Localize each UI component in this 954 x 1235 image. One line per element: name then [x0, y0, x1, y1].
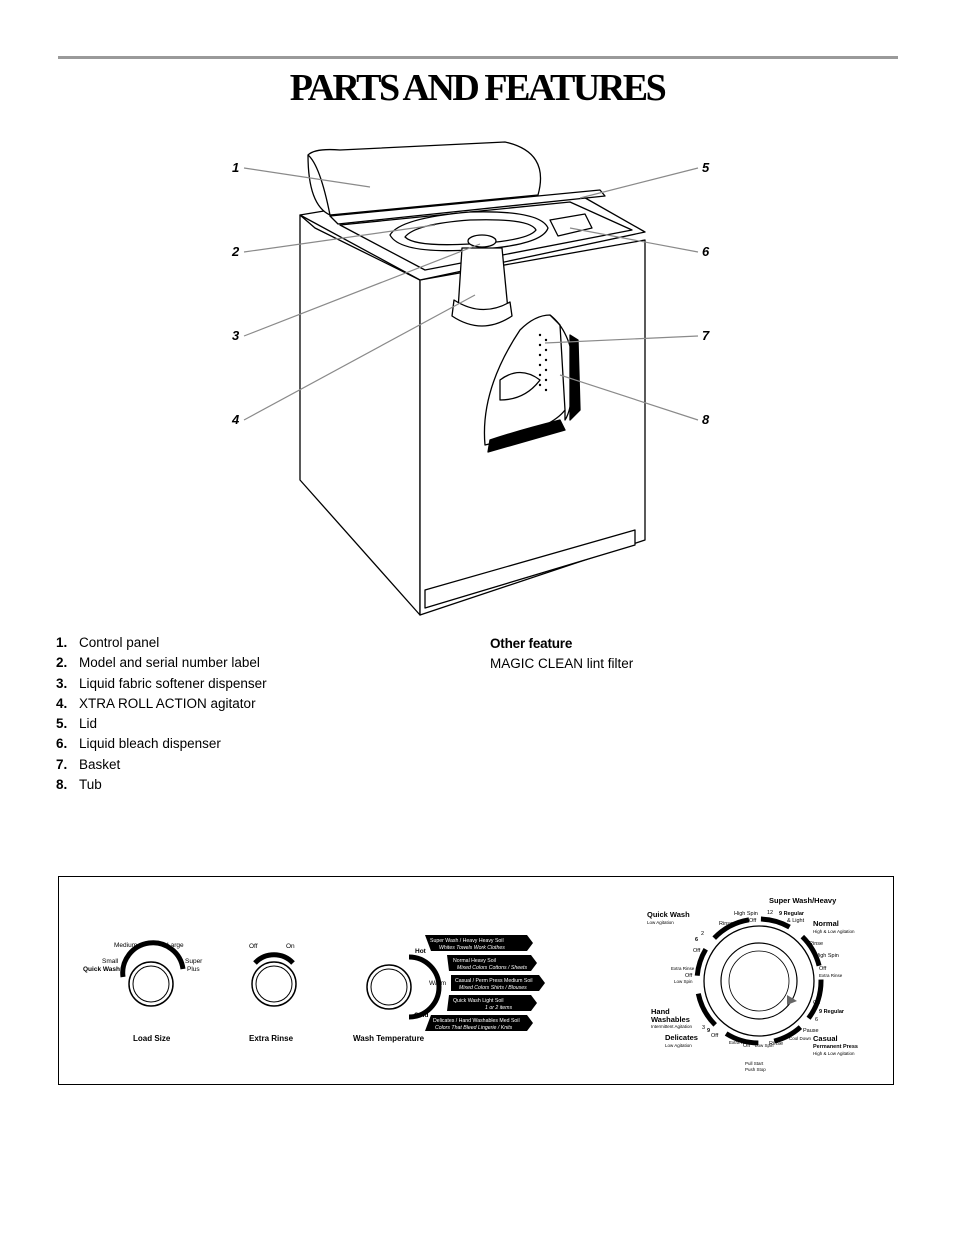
cycle-regular-1: 9 Regular — [779, 911, 805, 917]
callout-5: 5 — [702, 160, 710, 175]
cycle-off-left-mid: Off — [685, 973, 693, 979]
load-plus: Plus — [187, 966, 200, 973]
cycle-off-bottom-left: Off — [711, 1033, 719, 1039]
cycle-push-stop: Push Stop — [745, 1067, 766, 1072]
extra-rinse-label: Extra Rinse — [249, 1034, 294, 1043]
cycle-off-right: Off — [819, 966, 827, 972]
cycle-super-wash: Super Wash/Heavy — [769, 896, 837, 905]
list-item: 5.Lid — [56, 716, 98, 732]
cycle-9: 9 — [707, 1028, 710, 1034]
list-item: 7.Basket — [56, 756, 121, 772]
other-feature-heading: Other feature — [490, 636, 573, 651]
guide-row3-l1: Casual / Perm Press Medium Soil — [455, 978, 533, 984]
parts-list: 1.Control panel 2.Model and serial numbe… — [56, 633, 267, 795]
guide-row4-l2: 1 or 2 items — [485, 1005, 513, 1011]
cycle-12: 12 — [767, 910, 773, 916]
temp-warm: Warm — [429, 980, 446, 987]
guide-row1-l1: Super Wash / Heavy Heavy Soil — [430, 938, 504, 944]
cycle-extra-rinse-bottom: Extra Rinse — [729, 1040, 753, 1045]
control-panel-art: Small Quick Wash Medium Large Super Plus… — [83, 896, 858, 1072]
cycle-hand-washables-1: Hand — [651, 1007, 670, 1016]
guide-row1-l2: Whites Towels Work Clothes — [439, 945, 505, 951]
callout-1: 1 — [232, 160, 239, 175]
cycle-off-top: Off — [749, 918, 757, 924]
cycle-rinse-bottom: Rinse — [769, 1041, 783, 1047]
cycle-pause: Pause — [803, 1028, 819, 1034]
washer-diagram: 1 2 3 4 5 6 7 8 — [231, 141, 710, 616]
load-size-label: Load Size — [133, 1034, 171, 1043]
cycle-extra-rinse-left: Extra Rinse — [671, 966, 695, 971]
callout-3: 3 — [232, 328, 240, 343]
list-item: 1.Control panel — [56, 635, 160, 650]
load-size-knob[interactable] — [120, 940, 186, 1007]
list-item: 6.Liquid bleach dispenser — [56, 736, 221, 752]
temp-cold: Cold — [414, 1012, 428, 1019]
control-panel: Small Quick Wash Medium Large Super Plus… — [58, 876, 894, 1085]
wash-temperature-knob[interactable] — [366, 954, 442, 1020]
list-item: 3.Liquid fabric softener dispenser — [56, 675, 267, 691]
callout-6: 6 — [702, 244, 710, 259]
cycle-delicates-sub: Low Agitation — [665, 1043, 692, 1048]
cycle-dial[interactable] — [694, 916, 824, 1046]
wash-temperature-label: Wash Temperature — [353, 1034, 425, 1043]
load-quick-wash: Quick Wash — [83, 966, 120, 973]
callout-2: 2 — [231, 244, 240, 259]
cycle-6-right: 6 — [815, 1017, 818, 1023]
cycle-regular-3: 9 Regular — [819, 1009, 845, 1015]
temp-hot: Hot — [415, 948, 427, 955]
cycle-pull-start: Pull Start — [745, 1061, 764, 1066]
guide-row5-l2: Colors That Bleed Lingerie / Knits — [435, 1025, 513, 1031]
guide-row3-l2: Mixed Colors Shirts / Blouses — [459, 985, 527, 991]
guide-row4-l1: Quick Wash Light Soil — [453, 998, 504, 1004]
guide-row5-l1: Delicates / Hand Washables Med Soil — [433, 1018, 520, 1024]
cycle-rinse-top: Rinse — [719, 921, 733, 927]
cycle-extra-rinse-right: Extra Rinse — [819, 973, 843, 978]
cycle-2: 2 — [701, 931, 704, 937]
cycle-off-bottom: Off — [743, 1043, 751, 1049]
cycle-hand-washables-sub: Intermittent Agitation — [651, 1024, 693, 1029]
other-feature: Other feature MAGIC CLEAN lint filter — [490, 633, 633, 674]
other-feature-item: MAGIC CLEAN lint filter — [490, 656, 634, 671]
cycle-off-left-top: Off — [693, 948, 701, 954]
cycle-high-spin-top: High Spin — [734, 911, 758, 917]
list-item: 2.Model and serial number label — [56, 655, 260, 671]
callout-7: 7 — [702, 328, 710, 343]
cycle-3: 3 — [702, 1025, 705, 1031]
cycle-cool-down: Cool Down — [789, 1036, 812, 1041]
guide-row2-l1: Normal Heavy Soil — [453, 958, 496, 964]
cycle-6-top: 6 — [695, 937, 698, 943]
cycle-permanent-press: Permanent Press — [813, 1044, 858, 1050]
load-medium: Medium — [114, 942, 137, 949]
load-large: Large — [167, 942, 184, 949]
cycle-low-spin-left: Low Spin — [674, 979, 693, 984]
cycle-delicates: Delicates — [665, 1033, 698, 1042]
rinse-off: Off — [249, 943, 258, 950]
cycle-quick-wash: Quick Wash — [647, 910, 690, 919]
load-small: Small — [102, 958, 119, 965]
load-super: Super — [185, 958, 203, 965]
list-item: 8.Tub — [56, 777, 102, 793]
guide-row2-l2: Mixed Colors Cottons / Sheets — [457, 965, 527, 971]
cycle-casual-sub: High & Low Agitation — [813, 1051, 855, 1056]
page-title: PARTS AND FEATURES — [289, 67, 667, 109]
cycle-low-spin-bottom: Low Spin — [755, 1043, 774, 1048]
cycle-normal: Normal — [813, 919, 839, 928]
cycle-rinse-right: Rinse — [809, 941, 823, 947]
callout-4: 4 — [231, 412, 240, 427]
list-item: 4.XTRA ROLL ACTION agitator — [56, 695, 256, 711]
top-rule — [58, 56, 898, 59]
temperature-guide — [425, 935, 545, 1031]
callout-8: 8 — [702, 412, 710, 427]
cycle-regular-2: & Light — [787, 918, 805, 924]
cycle-hand-washables-2: Washables — [651, 1015, 690, 1024]
extra-rinse-knob[interactable] — [251, 952, 297, 1007]
rinse-on: On — [286, 943, 295, 950]
cycle-off-right-low: Off — [813, 1000, 821, 1006]
cycle-normal-sub: High & Low Agitation — [813, 929, 855, 934]
cycle-high-spin-right: High Spin — [815, 953, 839, 959]
cycle-casual: Casual — [813, 1034, 838, 1043]
cycle-quick-wash-sub: Low Agitation — [647, 920, 674, 925]
